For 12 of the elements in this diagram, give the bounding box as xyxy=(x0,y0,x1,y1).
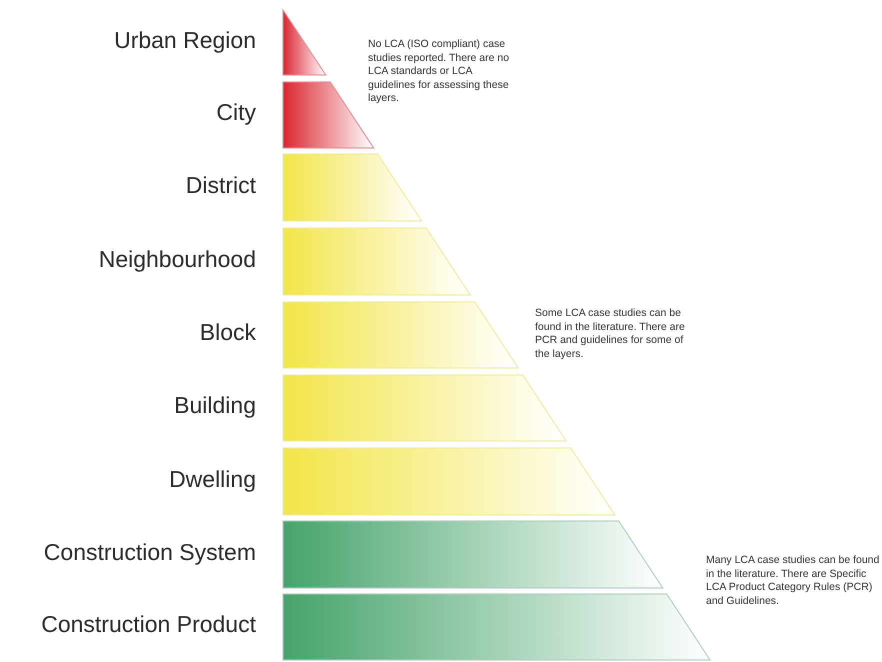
note-text: No LCA (ISO compliant) case studies reported. There are no LCA standards or LCA guidelines for assessing these layers. xyxy=(368,38,510,106)
layer-label: Block xyxy=(200,318,256,346)
layer-label: City xyxy=(216,98,256,126)
layer-label: District xyxy=(186,171,256,198)
layer-label: Construction Product xyxy=(41,610,256,638)
layer-label: Dwelling xyxy=(169,465,256,492)
layer-label: Building xyxy=(174,392,256,419)
layer-label: Urban Region xyxy=(114,26,256,54)
layer-label: Construction System xyxy=(44,538,256,566)
note-text: Some LCA case studies can be found in the literature. There are PCR and guidelines for some of the layers. xyxy=(535,307,686,361)
layer-label: Neighbourhood xyxy=(98,245,256,272)
note-text: Many LCA case studies can be found in the literature. There are Specific LCA Product Category Rules (PCR) and Guidelines. xyxy=(706,554,880,608)
